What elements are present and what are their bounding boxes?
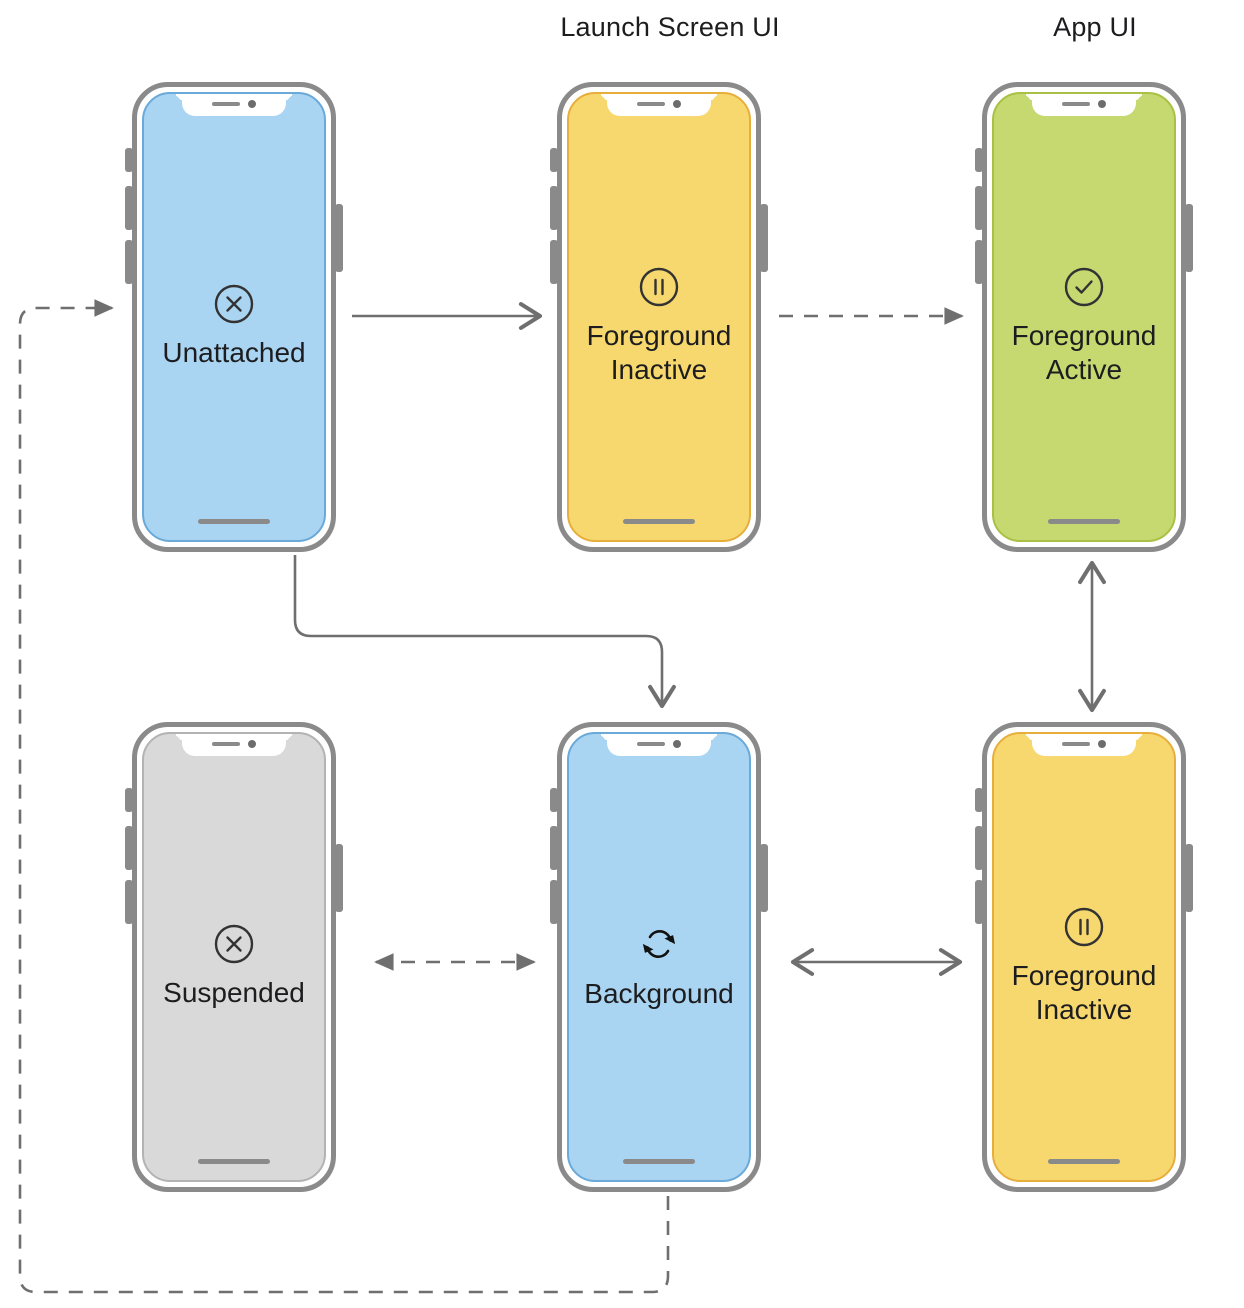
front-camera-icon [673, 100, 681, 108]
mute-switch-icon [550, 148, 558, 172]
home-indicator [1048, 1159, 1120, 1164]
phone-foreground-inactive-top: Foreground Inactive [543, 82, 775, 554]
front-camera-icon [1098, 100, 1106, 108]
earpiece-speaker-icon [212, 102, 240, 106]
phone-notch [182, 94, 286, 116]
phone-notch [607, 734, 711, 756]
phone-state-label: Foreground Active [1011, 319, 1157, 385]
power-button-icon [1185, 844, 1193, 912]
phone-state-label: Foreground Inactive [586, 319, 732, 385]
front-camera-icon [1098, 740, 1106, 748]
volume-down-button-icon [975, 240, 983, 284]
phone-unattached: Unattached [118, 82, 350, 554]
earpiece-speaker-icon [637, 742, 665, 746]
volume-up-button-icon [975, 186, 983, 230]
phone-state-label: Suspended [163, 976, 305, 1008]
volume-up-button-icon [975, 826, 983, 870]
power-button-icon [760, 844, 768, 912]
column-header-app-ui: App UI [1053, 12, 1137, 42]
mute-switch-icon [975, 148, 983, 172]
volume-down-button-icon [550, 880, 558, 924]
phone-notch [1032, 734, 1136, 756]
phone-foreground-inactive-bottom: Foreground Inactive [968, 722, 1200, 1194]
mute-switch-icon [975, 788, 983, 812]
phone-notch [607, 94, 711, 116]
phone-screen: Background [567, 732, 751, 1182]
phone-suspended: Suspended [118, 722, 350, 1194]
x-circle-icon [212, 922, 256, 966]
phone-screen: Foreground Active [992, 92, 1176, 542]
column-header-launch-screen-ui: Launch Screen UI [560, 12, 780, 42]
home-indicator [198, 519, 270, 524]
x-circle-icon [212, 282, 256, 326]
arrow-unattached-to-background [293, 555, 676, 709]
phone-screen: Foreground Inactive [992, 732, 1176, 1182]
refresh-circle-icon [635, 921, 683, 967]
volume-down-button-icon [125, 240, 133, 284]
pause-circle-icon [1062, 905, 1106, 949]
phone-notch [182, 734, 286, 756]
power-button-icon [760, 204, 768, 272]
volume-up-button-icon [125, 826, 133, 870]
home-indicator [1048, 519, 1120, 524]
mute-switch-icon [125, 148, 133, 172]
phone-state-label: Unattached [162, 336, 306, 368]
volume-up-button-icon [125, 186, 133, 230]
volume-up-button-icon [550, 186, 558, 230]
volume-down-button-icon [975, 880, 983, 924]
home-indicator [623, 519, 695, 524]
screen-content: Unattached [144, 94, 324, 540]
earpiece-speaker-icon [637, 102, 665, 106]
phone-screen: Suspended [142, 732, 326, 1182]
pause-circle-icon [637, 265, 681, 309]
volume-down-button-icon [125, 880, 133, 924]
phone-screen: Unattached [142, 92, 326, 542]
earpiece-speaker-icon [1062, 742, 1090, 746]
screen-content: Foreground Inactive [994, 734, 1174, 1180]
phone-state-label: Foreground Inactive [1011, 959, 1157, 1025]
screen-content: Foreground Inactive [569, 94, 749, 540]
front-camera-icon [248, 740, 256, 748]
mute-switch-icon [125, 788, 133, 812]
phone-state-label: Background [584, 977, 734, 1009]
screen-content: Background [569, 734, 749, 1180]
earpiece-speaker-icon [1062, 102, 1090, 106]
screen-content: Foreground Active [994, 94, 1174, 540]
phone-foreground-active: Foreground Active [968, 82, 1200, 554]
phone-screen: Foreground Inactive [567, 92, 751, 542]
front-camera-icon [673, 740, 681, 748]
phone-background: Background [543, 722, 775, 1194]
power-button-icon [335, 204, 343, 272]
earpiece-speaker-icon [212, 742, 240, 746]
phone-notch [1032, 94, 1136, 116]
power-button-icon [335, 844, 343, 912]
front-camera-icon [248, 100, 256, 108]
volume-up-button-icon [550, 826, 558, 870]
check-circle-icon [1062, 265, 1106, 309]
volume-down-button-icon [550, 240, 558, 284]
power-button-icon [1185, 204, 1193, 272]
screen-content: Suspended [144, 734, 324, 1180]
mute-switch-icon [550, 788, 558, 812]
home-indicator [198, 1159, 270, 1164]
home-indicator [623, 1159, 695, 1164]
